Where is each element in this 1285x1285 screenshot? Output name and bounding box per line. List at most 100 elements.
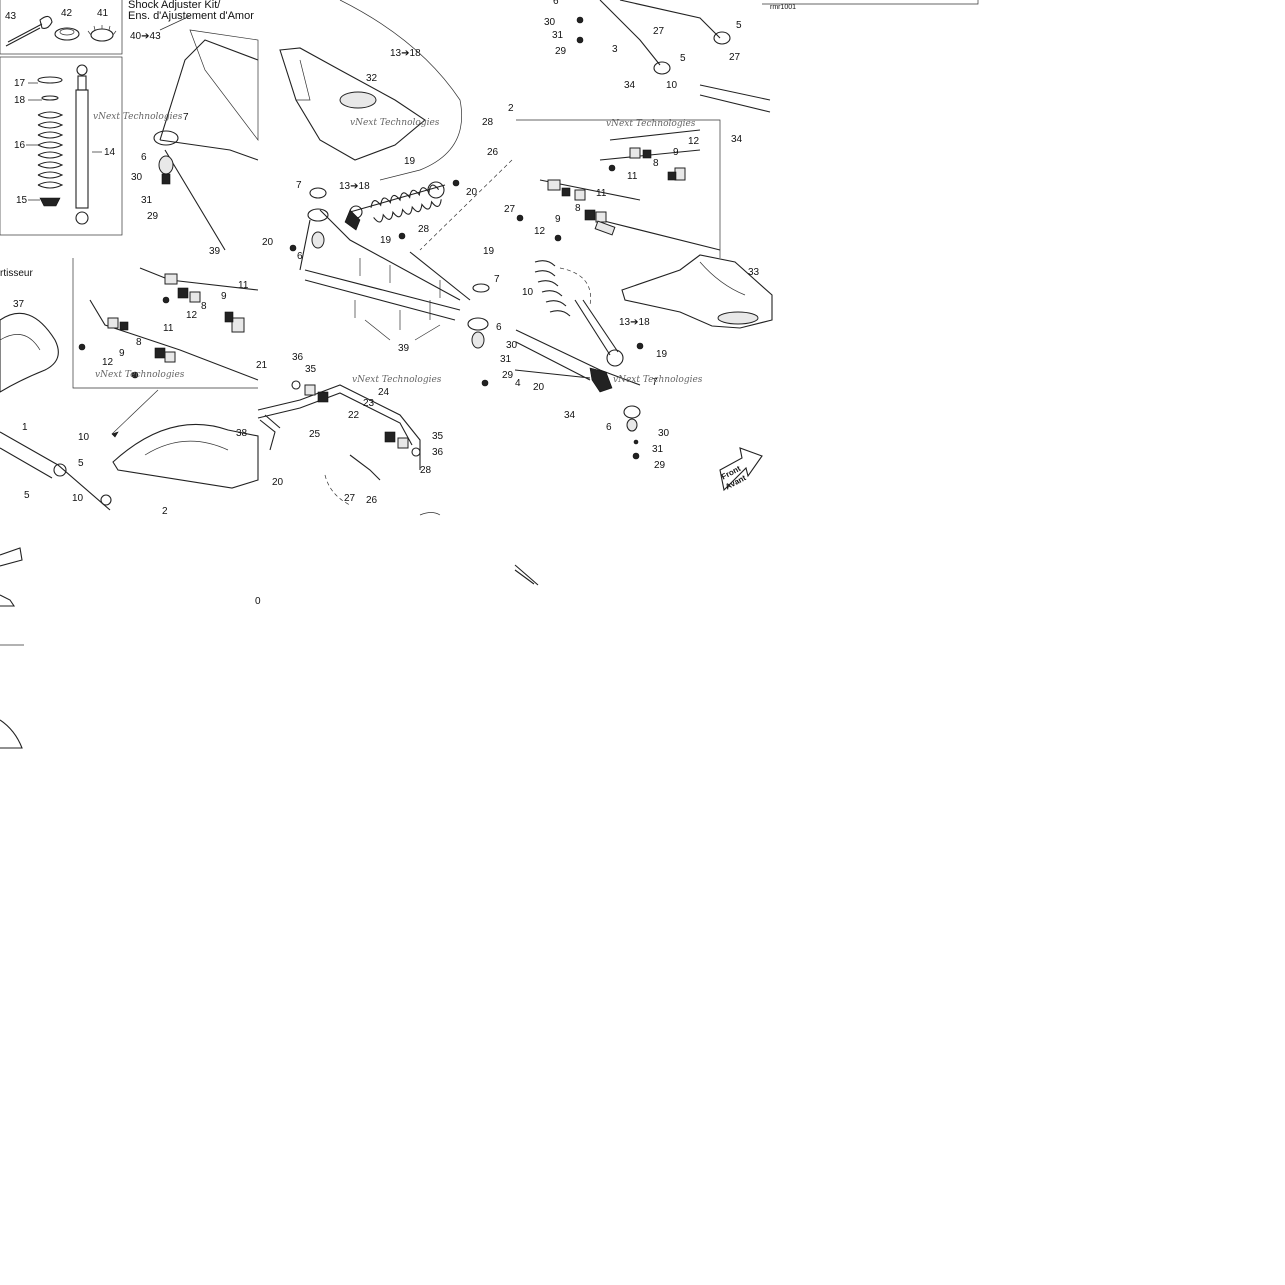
callout-18: 18 [14,95,26,106]
svg-text:35: 35 [432,431,444,442]
svg-text:7: 7 [494,274,500,285]
svg-text:26: 26 [366,495,378,506]
svg-text:8: 8 [136,337,142,348]
upper-a-arm-right: 6 30 31 29 3 34 27 5 5 10 27 34 rmr1001 [544,0,979,145]
callout-41: 41 [97,8,109,19]
svg-text:19: 19 [483,246,495,257]
svg-text:27: 27 [729,52,741,63]
watermark-4: vNext Technologies [352,375,442,385]
svg-text:5: 5 [24,490,30,501]
stabilizer-bar: 21 36 35 24 22 23 25 35 36 28 27 26 20 v… [256,352,444,506]
image-code: rmr1001 [770,4,796,11]
svg-text:4: 4 [515,378,521,389]
kit-title-en: Shock Adjuster Kit/ [128,0,221,11]
svg-text:23: 23 [363,398,375,409]
svg-text:6: 6 [496,322,502,333]
svg-text:28: 28 [420,465,432,476]
svg-text:19: 19 [380,235,392,246]
svg-text:10: 10 [666,80,678,91]
callout-42: 42 [61,8,73,19]
svg-text:12: 12 [102,357,114,368]
svg-text:27: 27 [653,26,665,37]
svg-text:10: 10 [522,287,534,298]
svg-text:13➔18: 13➔18 [619,317,650,328]
svg-text:31: 31 [652,444,664,455]
callout-15: 15 [16,195,28,206]
spring-coil-icon [37,76,64,207]
svg-text:28: 28 [418,224,430,235]
bushing-icons [78,273,245,379]
svg-text:6: 6 [297,251,303,262]
svg-text:33: 33 [748,267,760,278]
svg-text:35: 35 [305,364,317,375]
svg-text:11: 11 [238,280,249,291]
skid-plate-32: 32 vNext Technologies 13➔18 [279,0,462,181]
center-coilover-shock: 13➔18 19 20 7 19 28 [296,156,478,246]
svg-text:8: 8 [575,203,581,214]
watermark-3: vNext Technologies [350,118,440,128]
svg-text:31: 31 [552,30,564,41]
svg-text:9: 9 [555,214,561,225]
svg-text:13➔18: 13➔18 [339,181,370,192]
svg-text:34: 34 [731,134,743,145]
svg-text:9: 9 [673,147,679,158]
svg-text:30: 30 [131,172,143,183]
svg-text:36: 36 [432,447,444,458]
callout-17: 17 [14,78,26,89]
watermark-1: vNext Technologies [95,370,185,380]
svg-text:8: 8 [201,301,207,312]
svg-text:36: 36 [292,352,304,363]
svg-text:39: 39 [398,343,410,354]
svg-text:31: 31 [500,354,512,365]
upper-a-arm-left: 7 6 30 31 29 39 vNext Technologies [93,29,259,257]
svg-text:10: 10 [78,432,90,443]
svg-text:31: 31 [141,195,153,206]
svg-text:22: 22 [348,410,360,421]
watermark-6: vNext Technologies [613,375,703,385]
svg-text:12: 12 [688,136,700,147]
svg-text:30: 30 [658,428,670,439]
left-bushing-box: 11 9 8 12 11 8 9 12 vNext Technologies [72,258,259,438]
adjuster-collar-icon [87,25,117,42]
svg-text:27: 27 [504,204,516,215]
lock-ring-icon [54,27,80,41]
svg-text:38: 38 [236,428,248,439]
svg-text:2: 2 [508,103,514,114]
shock-spring-box: 17 18 16 15 14 [0,56,123,236]
callout-14: 14 [104,147,116,158]
skid-plate-37: 37 [0,299,59,393]
svg-text:6: 6 [141,152,147,163]
svg-text:27: 27 [344,493,356,504]
right-coilover-shock: 19 10 13➔18 19 [483,246,668,367]
watermark-2: vNext Technologies [93,112,183,122]
kit-range: 40➔43 [130,31,161,42]
svg-text:20: 20 [533,382,545,393]
svg-text:20: 20 [262,237,274,248]
svg-text:13➔18: 13➔18 [390,48,421,59]
svg-text:21: 21 [256,360,268,371]
svg-text:11: 11 [596,188,607,199]
shock-label-fr: rtisseur [0,268,33,279]
shock-adjuster-kit: 43 42 41 Shock Adjuster Kit/ Ens. d'Ajus… [0,0,254,55]
svg-text:9: 9 [221,291,227,302]
front-direction-arrow: Front Avant [719,447,763,491]
svg-text:20: 20 [466,187,478,198]
skid-plate-38: 38 [112,423,259,489]
svg-text:5: 5 [680,53,686,64]
kit-title-fr: Ens. d'Ajustement d'Amor [128,10,254,22]
spanner-wrench-icon [5,15,53,47]
watermark-5: vNext Technologies [606,119,696,129]
svg-text:37: 37 [13,299,25,310]
svg-text:19: 19 [404,156,416,167]
right-bushing-box: 28 26 2 12 9 8 11 11 27 8 9 12 vNext Tec… [419,103,721,258]
skid-plate-33: 33 [621,254,773,329]
svg-text:25: 25 [309,429,321,440]
svg-text:29: 29 [502,370,514,381]
svg-text:10: 10 [72,493,84,504]
svg-text:7: 7 [296,180,302,191]
clipped-fragments: 0 [0,512,539,749]
svg-text:34: 34 [564,410,576,421]
svg-text:7: 7 [652,377,658,388]
svg-text:5: 5 [78,458,84,469]
